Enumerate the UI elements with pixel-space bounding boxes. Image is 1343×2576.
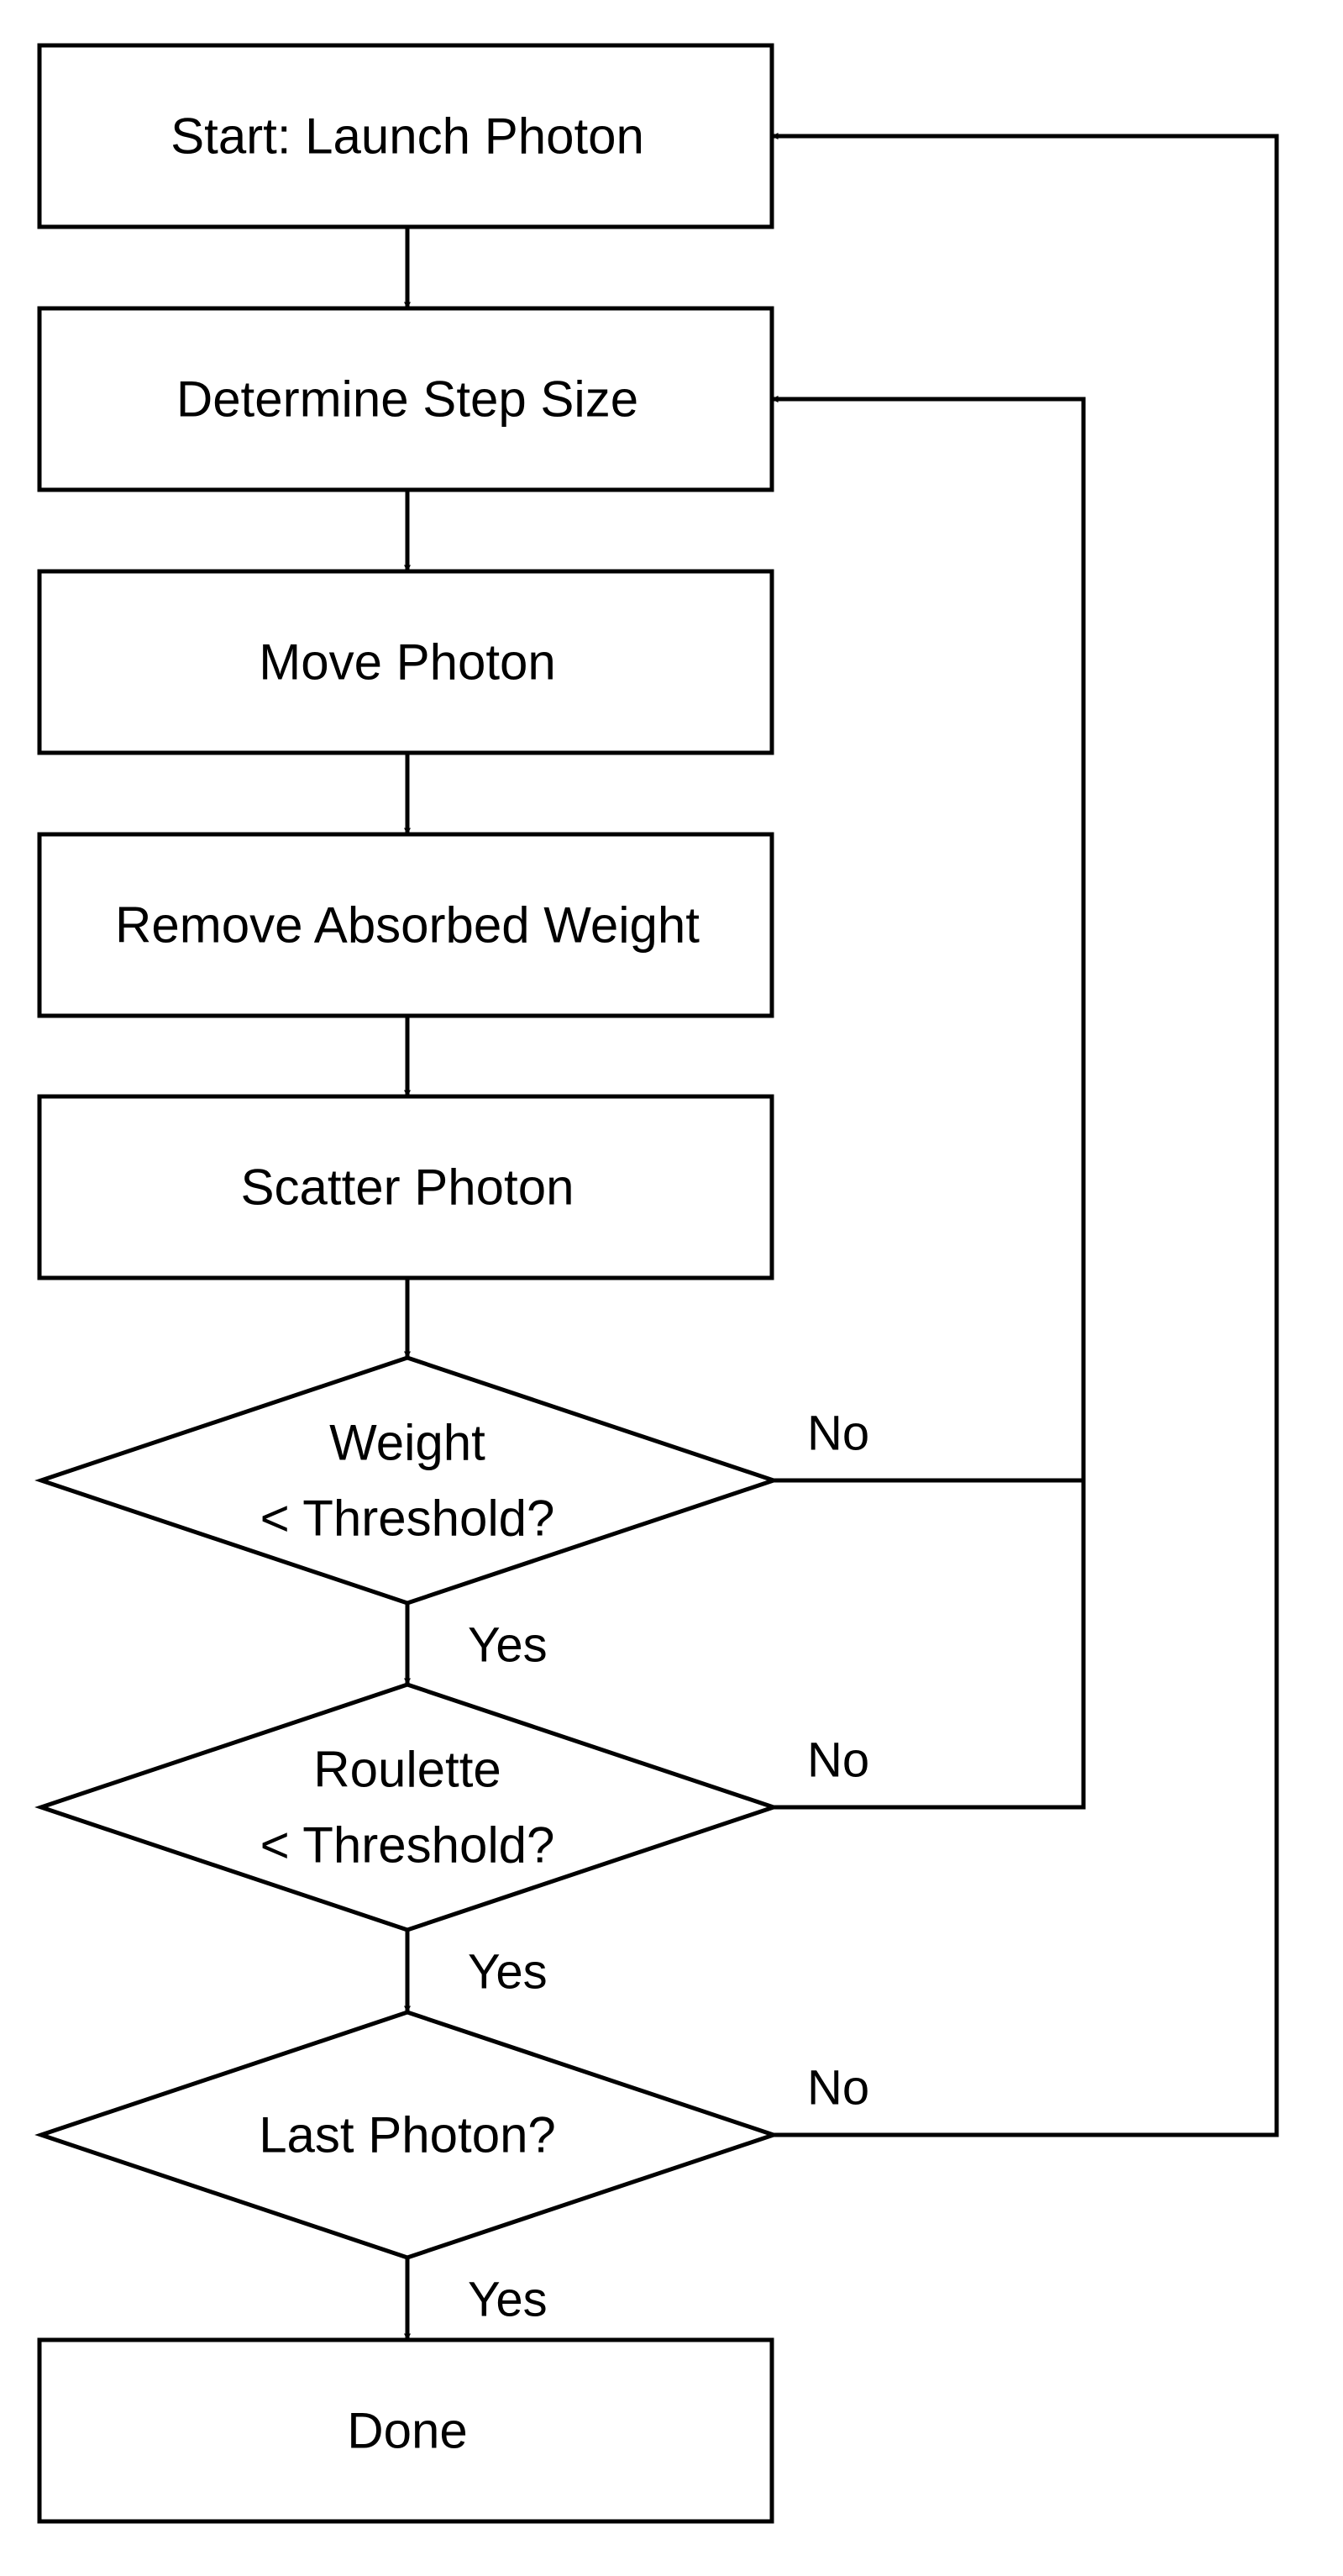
edge-label-yes: Yes: [468, 1945, 548, 2000]
process-box: [37, 1094, 774, 1280]
node-label: Remove Absorbed Weight: [115, 897, 700, 954]
process-box: [37, 43, 774, 229]
node-last-check: Last Photon?: [34, 2010, 780, 2260]
node-step-size: Determine Step Size: [37, 306, 774, 492]
node-label: Weight: [329, 1415, 485, 1471]
edge-label-yes: Yes: [468, 1618, 548, 1673]
edge-label-no: No: [807, 2061, 869, 2116]
edge-label-yes: Yes: [468, 2273, 548, 2327]
node-move: Move Photon: [37, 569, 774, 755]
edge-label-no: No: [807, 1406, 869, 1461]
process-box: [37, 2337, 774, 2524]
edge-label-no: No: [807, 1733, 869, 1788]
decision-diamond: [34, 1355, 780, 1606]
decision-diamond: [34, 1682, 780, 1932]
node-label: Determine Step Size: [176, 371, 638, 428]
node-roulette-check: Roulette < Threshold?: [34, 1682, 780, 1932]
node-label: Move Photon: [259, 634, 556, 691]
node-weight-check: Weight < Threshold?: [34, 1355, 780, 1606]
decision-diamond: [34, 2010, 780, 2260]
node-done: Done: [37, 2337, 774, 2524]
node-label: Last Photon?: [259, 2107, 556, 2163]
node-label: < Threshold?: [260, 1490, 555, 1547]
node-label: Start: Launch Photon: [170, 108, 644, 165]
node-absorb: Remove Absorbed Weight: [37, 832, 774, 1018]
edge-weight-check-to-step-size: [771, 396, 1086, 1483]
connectors: [404, 133, 1279, 2341]
edge-last-check-to-start: [771, 133, 1279, 2137]
edge-roulette-check-to-step-size: [771, 396, 1086, 1810]
process-box: [37, 569, 774, 755]
node-label: < Threshold?: [260, 1817, 555, 1874]
node-label: Done: [347, 2403, 467, 2459]
process-box: [37, 832, 774, 1018]
process-box: [37, 306, 774, 492]
node-label: Roulette: [313, 1742, 501, 1798]
node-start: Start: Launch Photon: [37, 43, 774, 229]
node-label: Scatter Photon: [241, 1159, 574, 1216]
node-scatter: Scatter Photon: [37, 1094, 774, 1280]
